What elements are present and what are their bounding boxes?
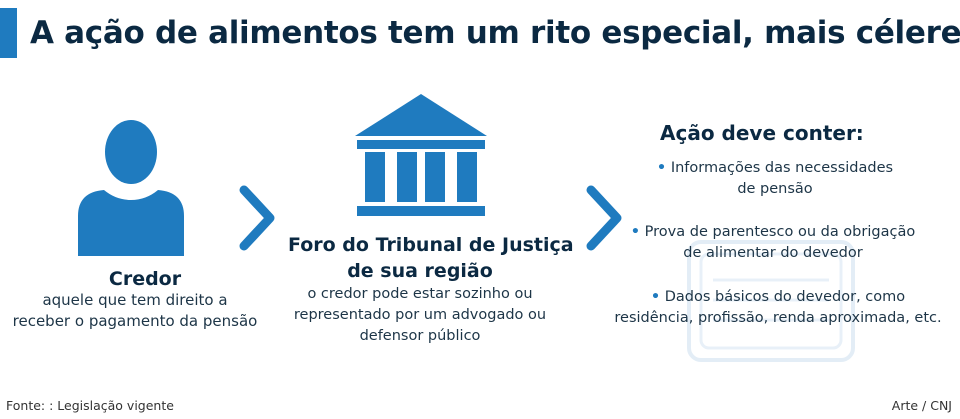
requirement-line: Informações das necessidades [670,160,894,176]
credor-desc-line: aquele que tem direito a [42,291,228,309]
credor-desc-line: receber o pagamento da pensão [12,312,258,330]
foro-desc-line: defensor público [359,328,481,344]
chevron-right-icon [239,185,275,251]
foro-desc-line: representado por um advogado ou [293,307,547,323]
requirement-line: Prova de parentesco ou da obrigação [644,224,916,240]
credor-title: Credor [108,268,182,290]
requirement-line: Dados básicos do devedor, como [664,289,906,305]
foro-title: Foro do Tribunal de Justiça de sua regiã… [288,232,574,284]
chevron-right-icon [586,185,622,251]
bullet-icon: • [650,289,661,305]
title-accent-bar [0,8,17,58]
courthouse-icon [355,94,487,216]
bullet-icon: • [656,160,667,176]
bullet-icon: • [630,224,641,240]
source-note: Fonte: : Legislação vigente [6,398,174,413]
foro-description: o credor pode estar sozinho ou represent… [288,284,552,347]
requirement-line: de alimentar do devedor [683,245,863,261]
foro-title-line: Foro do Tribunal de Justiça [288,234,574,256]
requirement-item: • Dados básicos do devedor, como residên… [608,287,948,329]
requirement-item: • Prova de parentesco ou da obrigação de… [628,222,918,264]
requirements-title: Ação deve conter: [660,121,864,145]
page-title: A ação de alimentos tem um rito especial… [30,15,960,51]
person-icon [78,120,184,256]
foro-title-line: de sua região [347,260,493,282]
requirement-line: residência, profissão, renda aproximada,… [614,310,942,326]
credor-description: aquele que tem direito a receber o pagam… [10,290,260,332]
requirement-line: de pensão [737,181,813,197]
requirement-item: • Informações das necessidades de pensão [650,158,900,200]
credit-note: Arte / CNJ [891,398,952,413]
foro-desc-line: o credor pode estar sozinho ou [307,286,533,302]
document-stack-icon [687,240,855,362]
